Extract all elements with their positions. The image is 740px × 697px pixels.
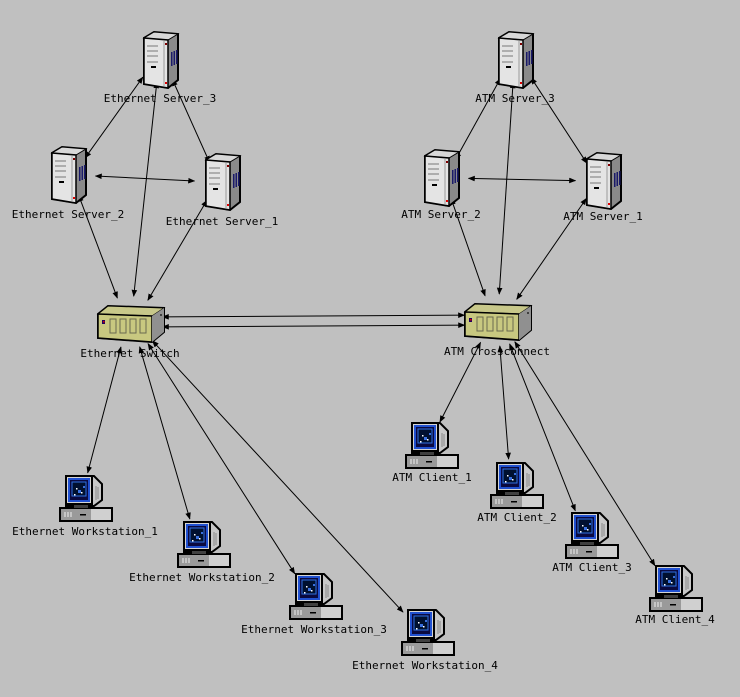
link-atm_srv3-atm_srv1[interactable]: [530, 77, 588, 164]
link-eth_srv3-eth_switch[interactable]: [131, 81, 159, 297]
workstation-icon[interactable]: [59, 475, 113, 522]
node-label: ATM Server_3: [475, 92, 555, 105]
server-icon[interactable]: [205, 153, 241, 211]
link-atm_xc-atm_cl4[interactable]: [514, 341, 656, 567]
node-label: Ethernet Server_3: [103, 92, 217, 105]
link-atm_srv2-atm_xc[interactable]: [450, 197, 486, 297]
link-eth_switch-atm_xc[interactable]: [161, 322, 466, 330]
link-atm_xc-atm_cl1[interactable]: [439, 341, 481, 423]
link-eth_srv2-eth_switch[interactable]: [78, 194, 118, 299]
link-eth_srv3-eth_srv1[interactable]: [172, 78, 210, 164]
node-label: Ethernet Workstation_2: [129, 571, 275, 584]
switch-icon[interactable]: [97, 305, 165, 343]
workstation-icon[interactable]: [177, 521, 231, 568]
link-eth_switch-eth_ws3[interactable]: [147, 343, 296, 575]
node-label: ATM Client_1: [392, 471, 472, 484]
link-eth_switch-eth_ws1[interactable]: [86, 346, 123, 474]
switch-icon[interactable]: [464, 303, 532, 341]
node-label: Ethernet Server_2: [11, 208, 125, 221]
workstation-icon[interactable]: [490, 462, 544, 509]
server-icon[interactable]: [143, 31, 179, 89]
node-label: ATM Crossconnect: [444, 345, 550, 358]
node-label: Ethernet Workstation_4: [352, 659, 498, 672]
node-label: ATM Server_2: [401, 208, 481, 221]
link-atm_xc-atm_cl2[interactable]: [497, 345, 511, 460]
link-eth_srv2-eth_srv1[interactable]: [94, 173, 196, 184]
link-eth_switch-atm_xc[interactable]: [161, 312, 466, 320]
node-label: Ethernet Server_1: [165, 215, 279, 228]
links-layer: [78, 76, 656, 613]
node-label: ATM Server_1: [563, 210, 643, 223]
link-atm_srv1-atm_xc[interactable]: [516, 197, 587, 300]
node-label: ATM Client_2: [477, 511, 557, 524]
node-label: Ethernet Workstation_3: [241, 623, 387, 636]
link-eth_switch-eth_ws4[interactable]: [151, 340, 404, 613]
node-label: ATM Client_3: [552, 561, 632, 574]
node-label: Ethernet Workstation_1: [12, 525, 158, 538]
server-icon[interactable]: [51, 146, 87, 204]
link-eth_srv3-eth_srv2[interactable]: [84, 76, 144, 159]
link-atm_srv2-atm_srv1[interactable]: [467, 175, 577, 184]
link-eth_srv1-eth_switch[interactable]: [147, 199, 208, 301]
server-icon[interactable]: [424, 149, 460, 207]
server-icon[interactable]: [498, 31, 534, 89]
link-atm_srv3-atm_xc[interactable]: [496, 81, 516, 295]
workstation-icon[interactable]: [649, 565, 703, 612]
node-label: Ethernet Switch: [80, 347, 180, 360]
link-atm_srv3-atm_srv2[interactable]: [455, 78, 501, 160]
node-label: ATM Client_4: [635, 613, 715, 626]
workstation-icon[interactable]: [405, 422, 459, 469]
workstation-icon[interactable]: [565, 512, 619, 559]
server-icon[interactable]: [586, 152, 622, 210]
workstation-icon[interactable]: [289, 573, 343, 620]
workstation-icon[interactable]: [401, 609, 455, 656]
